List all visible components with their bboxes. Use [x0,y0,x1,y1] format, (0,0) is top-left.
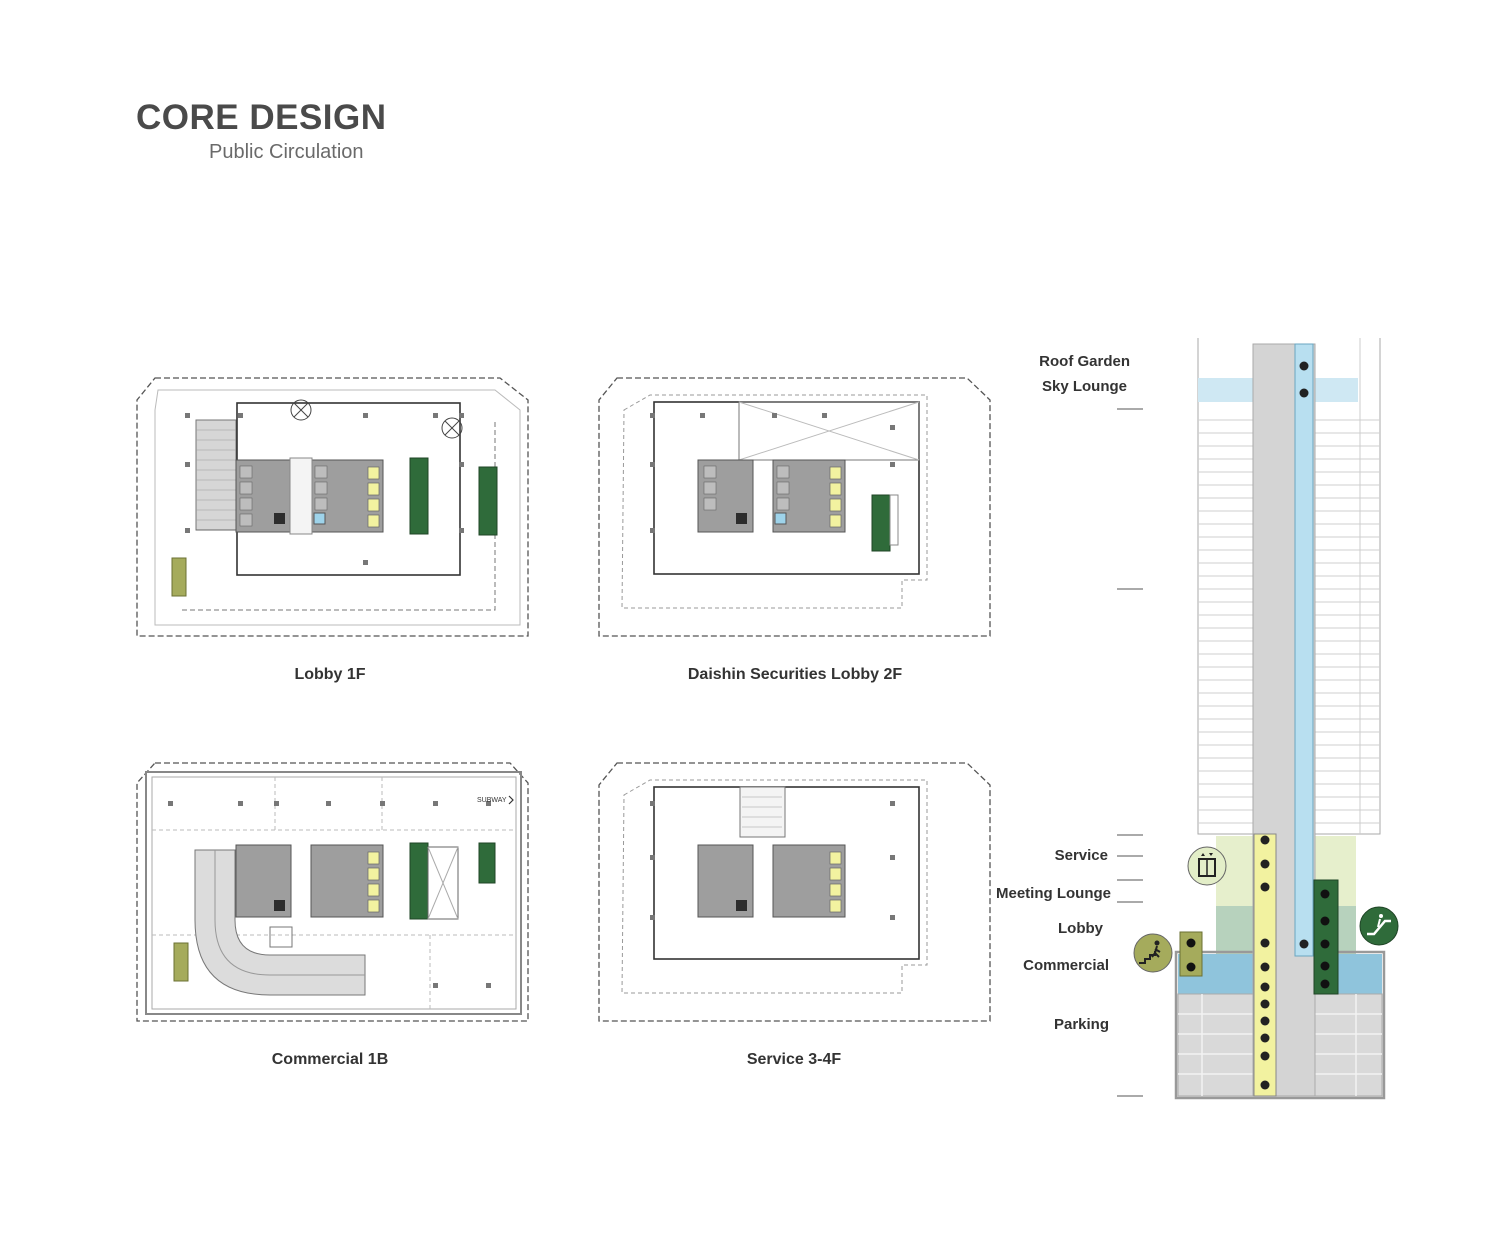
stairs-icon [1133,933,1173,973]
subway-marker: SUBWAY [477,797,507,804]
floor-plan-lobby-2f [598,377,991,637]
floor-plan-service-3-4f [598,762,991,1022]
page-title: CORE DESIGN [136,98,387,137]
level-label-roof-garden: Roof Garden [1039,353,1130,370]
level-label-commercial: Commercial [1023,957,1109,974]
floor-plan-commercial-1b: SUBWAY [136,762,529,1022]
level-label-lobby: Lobby [1058,920,1103,937]
elevator-icon [1187,846,1227,886]
caption-lobby-2f: Daishin Securities Lobby 2F [687,666,903,683]
page-subtitle: Public Circulation [209,141,364,163]
caption-service-3-4f: Service 3-4F [746,1051,842,1068]
level-label-meeting-lounge: Meeting Lounge [996,885,1111,902]
building-section [1117,338,1386,1100]
level-label-sky-lounge: Sky Lounge [1041,378,1127,395]
caption-lobby-1f: Lobby 1F [294,666,366,683]
caption-commercial-1b: Commercial 1B [271,1051,389,1068]
floor-plan-lobby-1f [136,377,529,637]
level-label-service: Service [1054,847,1108,864]
level-label-parking: Parking [1053,1016,1109,1033]
escalator-icon [1359,906,1399,946]
